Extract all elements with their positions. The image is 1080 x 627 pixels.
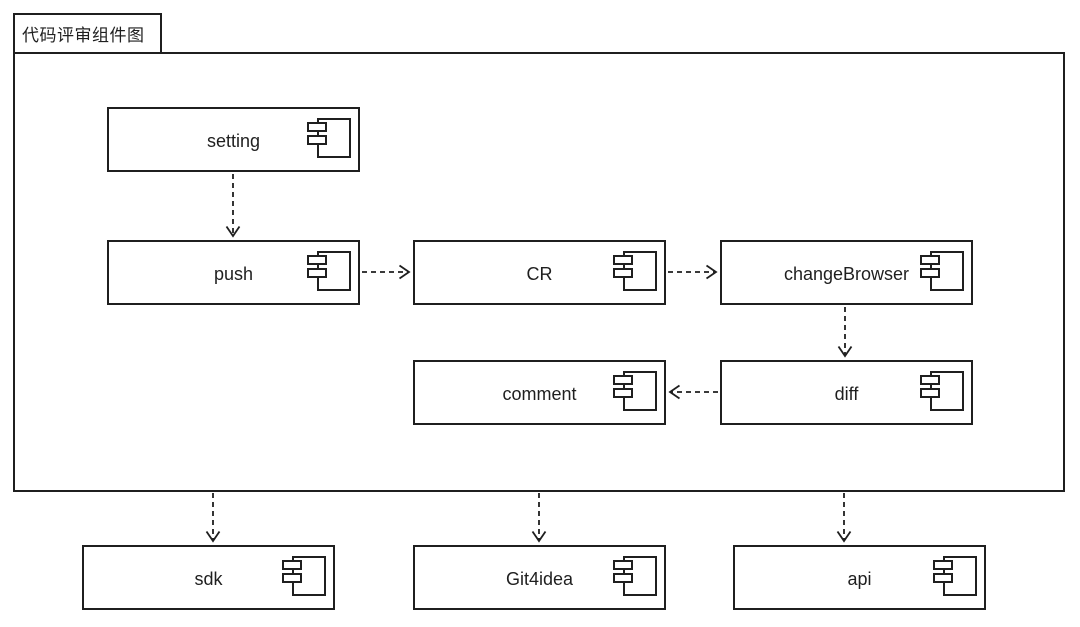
component-label: setting <box>206 130 261 151</box>
uml-component-icon <box>307 251 351 291</box>
uml-component-icon <box>613 251 657 291</box>
uml-component-icon <box>920 371 964 411</box>
uml-component-icon <box>307 118 351 158</box>
uml-component-icon <box>920 251 964 291</box>
component-label: diff <box>834 383 859 404</box>
component-label: changeBrowser <box>783 263 910 284</box>
component-diff: diff <box>720 360 973 425</box>
component-label: push <box>213 263 254 284</box>
component-label: CR <box>526 263 553 284</box>
frame-title-tab: 代码评审组件图 <box>13 13 162 54</box>
component-sdk: sdk <box>82 545 335 610</box>
component-label: api <box>847 568 872 589</box>
component-comment: comment <box>413 360 666 425</box>
uml-component-icon <box>613 371 657 411</box>
uml-component-icon <box>613 556 657 596</box>
component-api: api <box>733 545 986 610</box>
diagram-frame <box>13 52 1065 492</box>
uml-component-icon <box>933 556 977 596</box>
diagram-title: 代码评审组件图 <box>22 26 145 45</box>
uml-component-icon <box>282 556 326 596</box>
component-label: Git4idea <box>505 568 574 589</box>
component-cr: CR <box>413 240 666 305</box>
component-git4idea: Git4idea <box>413 545 666 610</box>
component-push: push <box>107 240 360 305</box>
component-label: comment <box>502 383 577 404</box>
component-setting: setting <box>107 107 360 172</box>
component-changebrowser: changeBrowser <box>720 240 973 305</box>
component-label: sdk <box>194 568 223 589</box>
